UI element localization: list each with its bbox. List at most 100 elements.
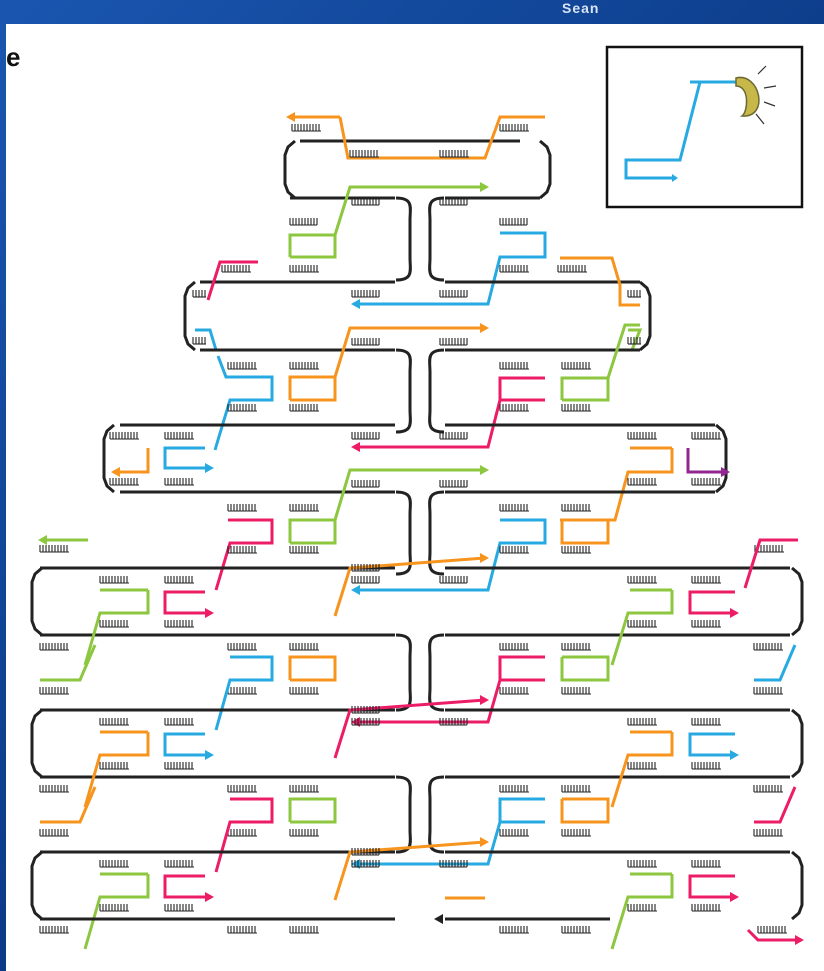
primer-strand xyxy=(690,592,735,613)
dumbbell-stem xyxy=(430,777,444,852)
base-pair-ticks xyxy=(290,785,319,792)
primer-strand xyxy=(290,377,335,400)
base-pair-ticks xyxy=(500,362,529,369)
base-pair-ticks xyxy=(165,432,194,439)
dumbbell-stem xyxy=(396,777,410,852)
base-pair-ticks xyxy=(562,687,591,694)
base-pair-ticks xyxy=(290,687,319,694)
base-pair-ticks xyxy=(40,785,69,792)
base-pair-ticks xyxy=(352,432,379,439)
base-pair-ticks xyxy=(165,904,194,911)
base-pair-ticks xyxy=(562,643,591,650)
dumbbell-stem xyxy=(430,635,444,710)
primer-strand xyxy=(216,520,272,590)
loop-end xyxy=(32,852,42,919)
base-pair-ticks xyxy=(100,860,129,867)
dumbbell-stem xyxy=(396,492,410,574)
base-pair-ticks xyxy=(692,432,721,439)
base-pair-ticks xyxy=(692,478,721,485)
base-pair-ticks xyxy=(290,362,319,369)
dumbbell-stem xyxy=(396,198,410,280)
primer-strand xyxy=(500,378,545,400)
base-pair-ticks xyxy=(228,546,257,553)
base-pair-ticks xyxy=(290,218,317,225)
arrowhead xyxy=(480,182,489,192)
base-pair-ticks xyxy=(228,643,257,650)
base-pair-ticks xyxy=(352,290,379,297)
base-pair-ticks xyxy=(40,687,69,694)
base-pair-ticks xyxy=(440,576,467,583)
base-pair-ticks xyxy=(692,620,721,627)
base-pair-ticks xyxy=(500,504,529,511)
dumbbell-stem xyxy=(396,350,410,432)
base-pair-ticks xyxy=(352,576,379,583)
base-pair-ticks xyxy=(40,829,69,836)
base-pair-ticks xyxy=(562,546,591,553)
loop-end xyxy=(640,282,650,350)
base-pair-ticks xyxy=(228,926,257,933)
base-pair-ticks xyxy=(692,904,721,911)
base-pair-ticks xyxy=(692,718,721,725)
primer-strand xyxy=(500,799,545,822)
primer-strand xyxy=(215,356,272,450)
base-pair-ticks xyxy=(193,290,206,297)
base-pair-ticks xyxy=(290,546,319,553)
base-pair-ticks xyxy=(290,265,319,272)
base-pair-ticks xyxy=(628,620,657,627)
base-pair-ticks xyxy=(500,546,529,553)
arrowhead xyxy=(205,608,214,618)
base-pair-ticks xyxy=(193,337,206,344)
base-pair-ticks xyxy=(440,338,467,345)
arrowhead xyxy=(205,750,214,760)
dumbbell-stem xyxy=(430,198,444,280)
base-pair-ticks xyxy=(628,432,657,439)
base-pair-ticks xyxy=(165,620,194,627)
base-pair-ticks xyxy=(562,785,591,792)
replication-tree xyxy=(32,112,804,949)
primer-strand xyxy=(165,592,210,613)
arrowhead xyxy=(730,608,739,618)
loop-end xyxy=(792,710,802,777)
base-pair-ticks xyxy=(562,829,591,836)
base-pair-ticks xyxy=(228,504,257,511)
base-pair-ticks xyxy=(628,290,641,297)
base-pair-ticks xyxy=(758,926,787,933)
base-pair-ticks xyxy=(290,643,319,650)
base-pair-ticks xyxy=(228,785,257,792)
base-pair-ticks xyxy=(40,643,69,650)
base-pair-ticks xyxy=(562,504,591,511)
primer-strand xyxy=(165,734,210,755)
loop-end xyxy=(285,141,295,198)
arrowhead xyxy=(480,695,489,705)
base-pair-ticks xyxy=(628,718,657,725)
loop-end xyxy=(540,141,550,198)
primer-strand xyxy=(500,657,545,680)
primer-strand xyxy=(562,378,608,400)
base-pair-ticks xyxy=(440,480,467,487)
base-pair-ticks xyxy=(628,337,641,344)
base-pair-ticks xyxy=(754,643,783,650)
arrowhead xyxy=(795,935,804,945)
base-pair-ticks xyxy=(228,404,257,411)
base-pair-ticks xyxy=(228,362,257,369)
base-pair-ticks xyxy=(440,150,469,157)
base-pair-ticks xyxy=(228,687,257,694)
base-pair-ticks xyxy=(500,265,529,272)
base-pair-ticks xyxy=(350,150,379,157)
base-pair-ticks xyxy=(165,860,194,867)
base-pair-ticks xyxy=(628,904,657,911)
inset-box xyxy=(607,47,802,207)
arrowhead xyxy=(351,442,360,452)
loop-end xyxy=(32,568,42,635)
base-pair-ticks xyxy=(692,860,721,867)
base-pair-ticks xyxy=(290,504,319,511)
arrowhead xyxy=(351,585,360,595)
base-pair-ticks xyxy=(628,762,657,769)
arrowhead xyxy=(480,323,489,333)
base-pair-ticks xyxy=(100,576,129,583)
base-pair-ticks xyxy=(290,926,319,933)
arrowhead xyxy=(480,553,489,563)
base-pair-ticks xyxy=(100,904,129,911)
